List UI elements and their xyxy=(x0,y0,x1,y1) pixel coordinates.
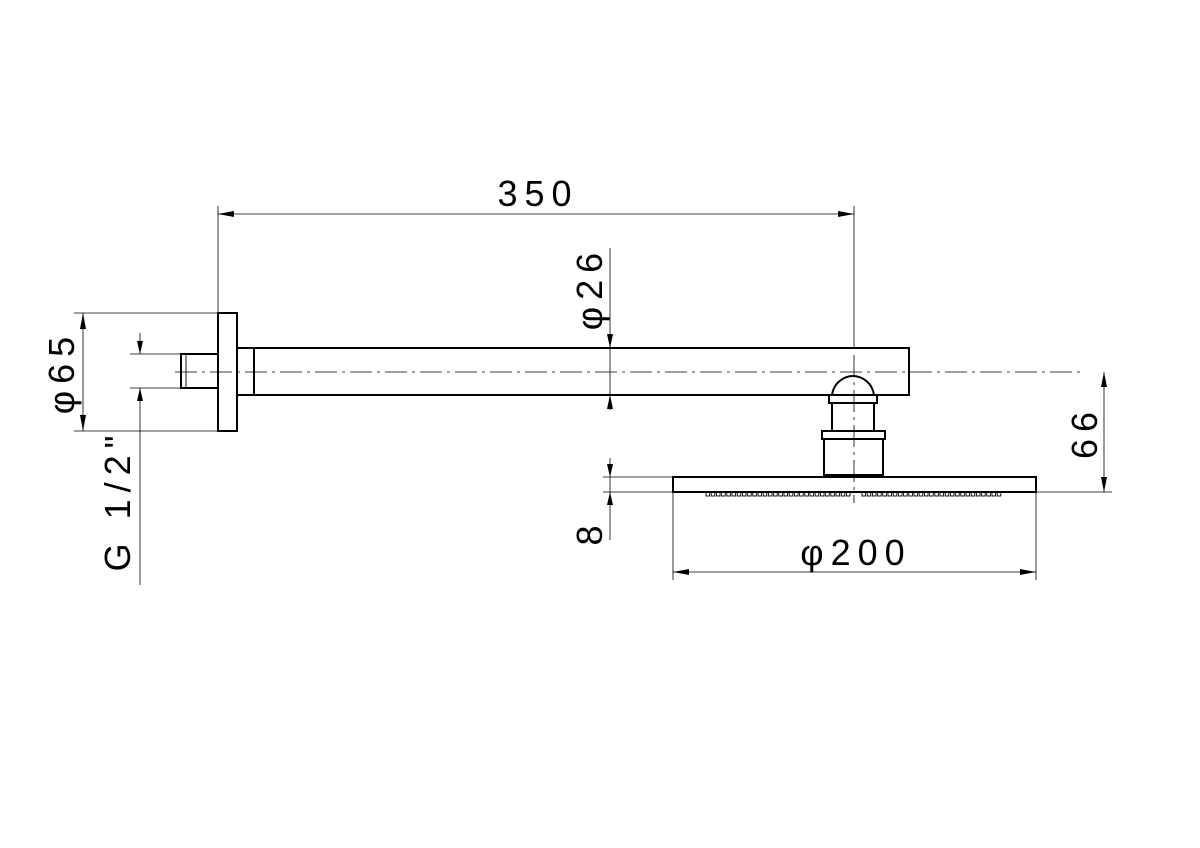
flange-diameter-label: φ65 xyxy=(41,330,82,414)
nozzle xyxy=(825,491,830,497)
dimension-thread xyxy=(130,333,181,585)
nozzle xyxy=(887,491,893,497)
nozzle xyxy=(871,491,877,497)
nozzle xyxy=(923,491,929,497)
nozzle xyxy=(741,491,747,497)
nozzle xyxy=(897,491,903,497)
nozzle xyxy=(767,491,773,497)
nozzle xyxy=(799,491,804,497)
nozzle xyxy=(939,491,945,497)
nozzle xyxy=(840,491,846,497)
head-diameter-label: φ200 xyxy=(800,532,911,573)
nozzle xyxy=(861,491,867,497)
nozzle xyxy=(944,491,950,497)
nozzle xyxy=(970,491,976,497)
nozzle xyxy=(736,491,742,497)
nozzle xyxy=(975,491,981,497)
nozzle xyxy=(830,491,835,497)
head-thickness-label: 8 xyxy=(569,518,610,545)
shower-head xyxy=(672,476,1037,497)
nozzle xyxy=(819,491,825,497)
nozzle xyxy=(981,491,986,497)
nozzle xyxy=(773,491,778,497)
nozzle xyxy=(866,491,872,497)
dimension-head-height xyxy=(1036,372,1112,493)
nut xyxy=(821,430,886,476)
nozzle xyxy=(918,491,924,497)
nozzle xyxy=(788,491,794,497)
nozzle xyxy=(996,491,1002,497)
ball-joint xyxy=(828,374,878,432)
nozzle xyxy=(903,491,908,497)
nozzle xyxy=(845,491,851,497)
nozzle xyxy=(762,491,768,497)
nozzle xyxy=(913,491,919,497)
nozzle-row xyxy=(705,491,1002,497)
dimension-head-diameter xyxy=(672,492,1037,580)
nozzle xyxy=(814,491,820,497)
nozzle xyxy=(809,491,815,497)
nozzle xyxy=(908,491,913,497)
nozzle xyxy=(991,491,997,497)
nozzle xyxy=(783,491,789,497)
nozzle xyxy=(752,491,757,497)
nozzle xyxy=(804,491,809,497)
nozzle xyxy=(778,491,783,497)
dimension-head-thickness xyxy=(603,458,673,540)
nozzle xyxy=(705,491,711,497)
nozzle xyxy=(934,491,939,497)
head-height-label: 66 xyxy=(1064,405,1105,459)
nozzle xyxy=(835,491,841,497)
nozzle xyxy=(882,491,887,497)
nozzle xyxy=(715,491,721,497)
nozzle xyxy=(929,491,934,497)
nozzle xyxy=(949,491,955,497)
arm-diameter-label: φ26 xyxy=(569,246,610,330)
nozzle xyxy=(710,491,716,497)
dimension-arm-diameter xyxy=(607,248,613,410)
nozzle xyxy=(731,491,737,497)
nozzle xyxy=(793,491,799,497)
nozzle xyxy=(892,491,898,497)
dimension-350 xyxy=(217,206,855,348)
dimension-flange-diameter xyxy=(74,312,218,432)
nozzle xyxy=(747,491,752,497)
nozzle xyxy=(721,491,726,497)
nozzle xyxy=(877,491,882,497)
nozzle xyxy=(726,491,731,497)
thread-connector xyxy=(180,353,219,389)
thread-label: G 1/2" xyxy=(97,429,138,572)
nozzle xyxy=(965,491,971,497)
nozzle xyxy=(757,491,763,497)
nozzle xyxy=(960,491,965,497)
arm-length-label: 350 xyxy=(497,173,578,214)
shower-arm xyxy=(253,347,910,396)
nozzle xyxy=(955,491,960,497)
arm-collar xyxy=(236,347,255,396)
nozzle xyxy=(986,491,991,497)
